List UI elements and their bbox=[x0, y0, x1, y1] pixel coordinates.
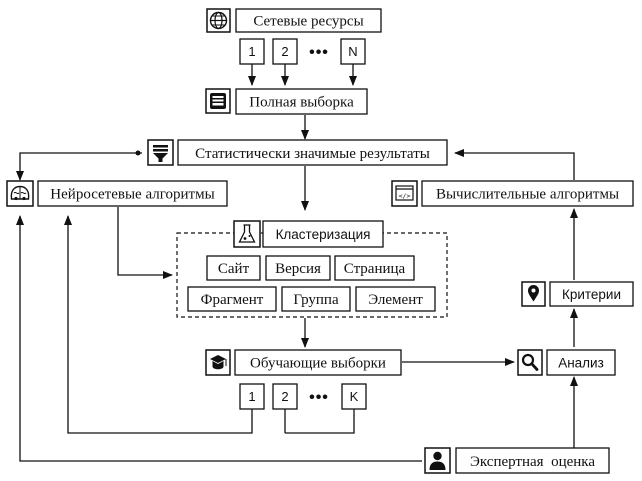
expert-evaluation-label: Экспертная оценка bbox=[470, 454, 595, 470]
network-resources-label: Сетевые ресурсы bbox=[253, 14, 363, 30]
sample-ellipsis: ••• bbox=[309, 389, 329, 406]
globe-icon bbox=[206, 8, 231, 33]
flask-icon bbox=[233, 220, 261, 248]
cluster-item-element: Элемент bbox=[368, 292, 423, 308]
clustering-group: Кластеризация Сайт Версия Страница Фрагм… bbox=[176, 220, 448, 318]
network-resources-node: Сетевые ресурсы bbox=[206, 8, 382, 33]
resource-ellipsis: ••• bbox=[309, 44, 329, 61]
stat-results-label: Статистически значимые результаты bbox=[195, 146, 430, 162]
connectors bbox=[16, 64, 578, 462]
expert-evaluation-node: Экспертная оценка bbox=[424, 447, 610, 474]
criteria-node: Критерии bbox=[521, 281, 634, 307]
svg-text:</>: </> bbox=[399, 192, 411, 200]
resource-index-2: 2 bbox=[281, 44, 288, 59]
full-sample-label: Полная выборка bbox=[249, 95, 354, 111]
analysis-label: Анализ bbox=[558, 356, 604, 371]
cluster-item-version: Версия bbox=[275, 261, 321, 277]
magnifier-icon bbox=[517, 349, 543, 376]
clustering-label: Кластеризация bbox=[276, 227, 371, 242]
full-sample-node: Полная выборка bbox=[205, 88, 368, 115]
neural-algorithms-node: Нейросетевые алгоритмы bbox=[6, 180, 228, 207]
neural-algorithms-label: Нейросетевые алгоритмы bbox=[50, 187, 214, 203]
stat-results-node: Статистически значимые результаты bbox=[147, 139, 448, 166]
code-window-icon: </> bbox=[391, 180, 418, 207]
cluster-item-page: Страница bbox=[344, 261, 406, 277]
sample-index-2: 2 bbox=[281, 389, 288, 404]
computational-algorithms-label: Вычислительные алгоритмы bbox=[436, 187, 619, 203]
cluster-item-group: Группа bbox=[293, 292, 339, 308]
map-pin-icon bbox=[521, 281, 546, 307]
inbox-tray-icon bbox=[205, 88, 231, 114]
brain-icon bbox=[6, 180, 34, 207]
cluster-item-site: Сайт bbox=[218, 261, 250, 277]
analysis-node: Анализ bbox=[517, 349, 616, 376]
sample-index-k: K bbox=[350, 389, 359, 404]
resource-index-1: 1 bbox=[248, 44, 255, 59]
computational-algorithms-node: </> Вычислительные алгоритмы bbox=[391, 180, 634, 207]
resource-index-n: N bbox=[348, 44, 357, 59]
criteria-label: Критерии bbox=[562, 287, 621, 302]
sample-index-1: 1 bbox=[248, 389, 255, 404]
cluster-item-fragment: Фрагмент bbox=[201, 292, 264, 308]
user-icon bbox=[424, 447, 451, 474]
resource-indices: 1 2 ••• N bbox=[239, 38, 366, 65]
training-samples-label: Обучающие выборки bbox=[250, 356, 386, 372]
training-samples-node: Обучающие выборки bbox=[205, 349, 402, 376]
filter-funnel-icon bbox=[147, 139, 174, 166]
sample-indices: 1 2 ••• K bbox=[239, 383, 367, 410]
graduation-cap-icon bbox=[205, 349, 231, 376]
